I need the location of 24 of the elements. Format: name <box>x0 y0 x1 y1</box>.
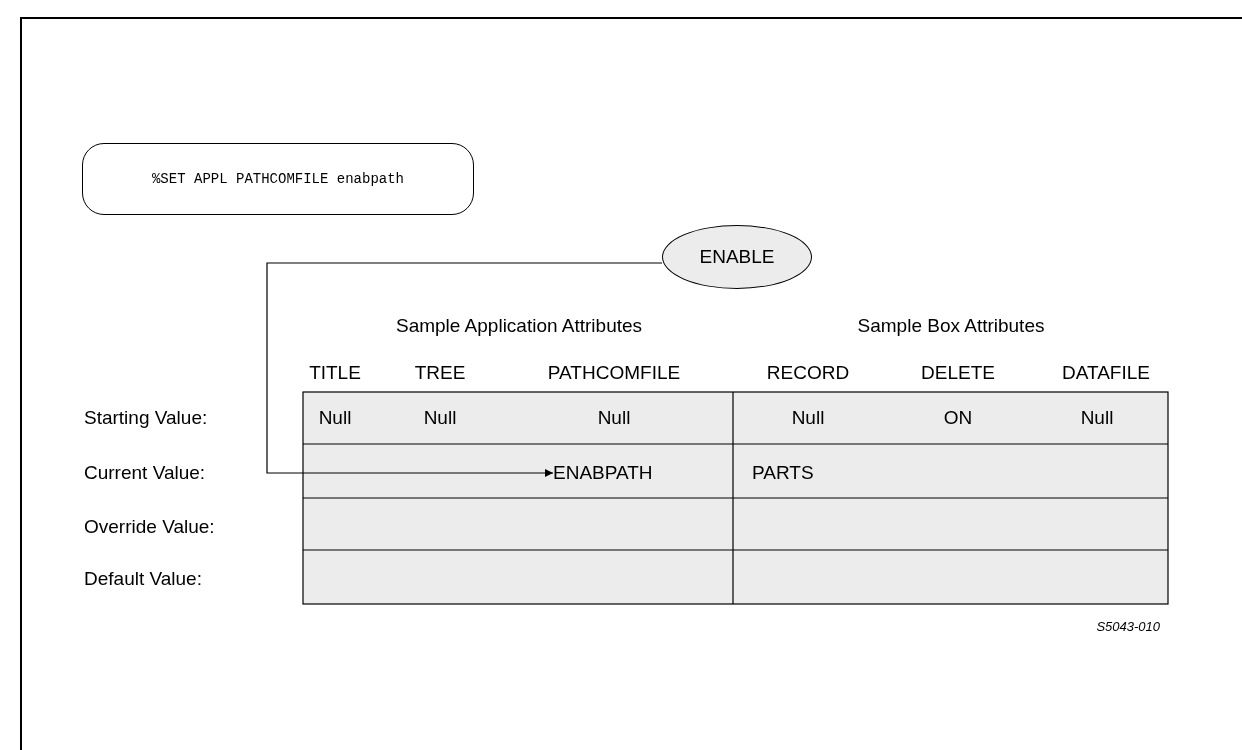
connector-arrow <box>266 262 663 477</box>
column-header: DELETE <box>921 362 995 384</box>
figure-number: S5043-010 <box>1096 619 1160 635</box>
column-header: RECORD <box>766 362 850 384</box>
row-label: Override Value: <box>84 516 215 538</box>
cell-value: Null <box>318 407 352 429</box>
column-header: DATAFILE <box>1062 362 1150 384</box>
column-header: TITLE <box>309 362 361 384</box>
cell-value: ENABPATH <box>553 460 687 486</box>
command-box: %SET APPL PATHCOMFILE enabpath <box>82 143 474 215</box>
row-label: Default Value: <box>84 568 202 590</box>
column-header: TREE <box>414 362 466 384</box>
cell-value: Null <box>597 407 631 429</box>
section-heading: Sample Application Attributes <box>395 315 643 337</box>
cell-value: Null <box>1080 407 1114 429</box>
cell-value: ON <box>943 407 973 429</box>
enable-ellipse: ENABLE <box>662 225 812 289</box>
row-label: Current Value: <box>84 462 206 484</box>
cell-value: Null <box>423 407 457 429</box>
column-header: PATHCOMFILE <box>547 362 681 384</box>
section-heading: Sample Box Attributes <box>857 315 1045 337</box>
cell-value: PARTS <box>752 462 814 484</box>
cell-value: Null <box>791 407 825 429</box>
row-label: Starting Value: <box>84 407 208 429</box>
